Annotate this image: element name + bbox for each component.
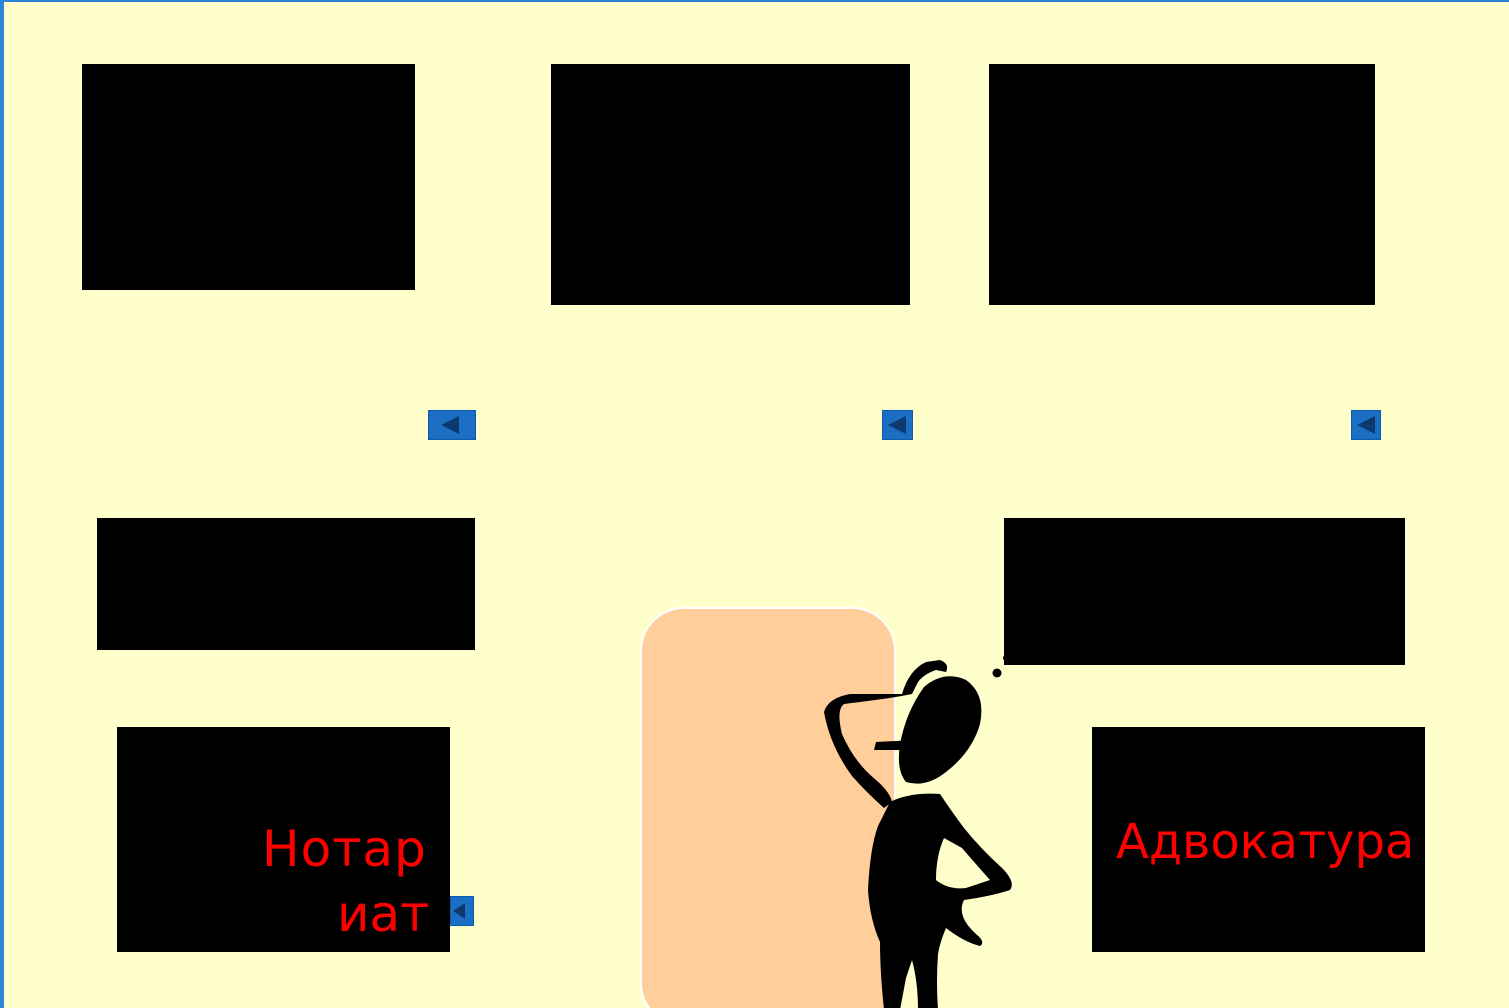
triangle-left-icon bbox=[888, 416, 906, 434]
content-box-middle-right[interactable] bbox=[1004, 518, 1405, 665]
notary-label-line1: Нотар bbox=[262, 817, 427, 881]
triangle-left-icon bbox=[1357, 416, 1375, 434]
back-button-1[interactable] bbox=[428, 410, 476, 440]
thinking-man-illustration bbox=[814, 642, 1034, 1008]
content-box-top-right[interactable] bbox=[989, 64, 1375, 305]
content-box-top-left[interactable] bbox=[82, 64, 415, 290]
back-button-3[interactable] bbox=[1351, 410, 1381, 440]
content-box-middle-left[interactable] bbox=[97, 518, 475, 650]
triangle-left-icon bbox=[441, 416, 459, 434]
thought-dot-1 bbox=[993, 669, 1002, 678]
back-button-4[interactable] bbox=[450, 896, 474, 926]
advocacy-label: Адвокатура bbox=[1116, 810, 1414, 874]
content-box-top-center[interactable] bbox=[551, 64, 910, 305]
nose bbox=[874, 740, 916, 750]
triangle-left-icon bbox=[453, 903, 465, 919]
body bbox=[868, 794, 1012, 1008]
notary-label-line2: иат bbox=[337, 882, 429, 946]
back-button-2[interactable] bbox=[882, 410, 913, 440]
